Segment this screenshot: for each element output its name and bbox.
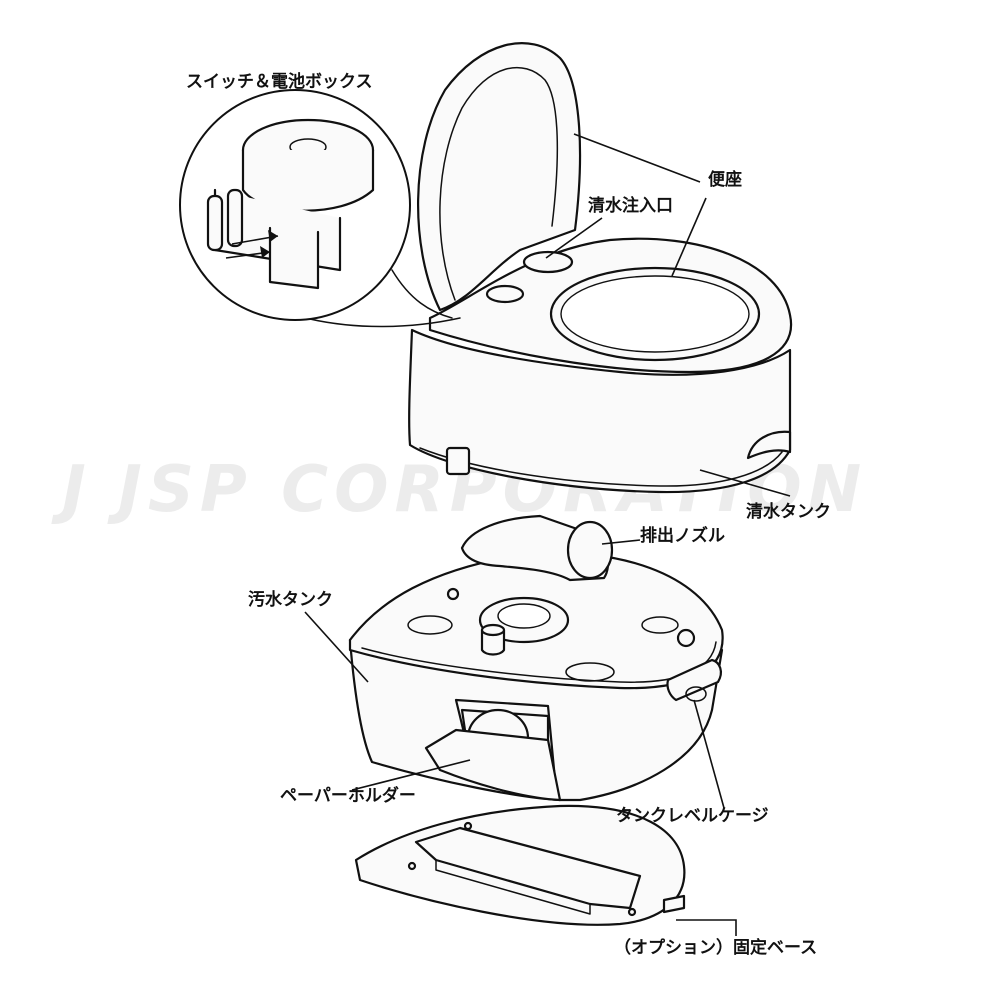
label-fresh-water-inlet: 清水注入口 bbox=[588, 196, 673, 216]
fresh-water-tank-body bbox=[408, 328, 792, 494]
label-paper-holder: ペーパーホルダー bbox=[280, 786, 416, 806]
label-fixed-base: （オプション）固定ベース bbox=[614, 938, 818, 958]
watermark-logo-mark: J bbox=[62, 453, 92, 527]
leader-discharge-nozzle bbox=[601, 539, 641, 545]
discharge-nozzle bbox=[460, 514, 614, 582]
toilet-seat bbox=[428, 237, 793, 374]
leader-seat-lid bbox=[573, 133, 701, 183]
toilet-lid bbox=[417, 42, 582, 312]
label-tank-level-gauge: タンクレベルケージ bbox=[616, 806, 769, 826]
fixed-base bbox=[354, 804, 686, 926]
label-switch-battery-box: スイッチ＆電池ボックス bbox=[186, 72, 373, 92]
switch-battery-box-callout bbox=[179, 89, 461, 328]
label-waste-tank: 汚水タンク bbox=[248, 590, 333, 610]
leader-paper-holder bbox=[351, 759, 471, 791]
leader-lines bbox=[304, 133, 791, 936]
label-fresh-water-tank: 清水タンク bbox=[746, 502, 831, 522]
leader-fresh-water-tank bbox=[699, 469, 791, 497]
leader-fixed-base bbox=[676, 919, 737, 936]
leader-seat bbox=[671, 197, 707, 277]
leader-fresh-water-inlet bbox=[545, 217, 603, 259]
paper-holder bbox=[424, 698, 562, 802]
leader-waste-tank bbox=[304, 611, 369, 683]
label-toilet-seat: 便座 bbox=[708, 170, 742, 190]
tank-level-gauge bbox=[666, 658, 722, 702]
label-discharge-nozzle: 排出ノズル bbox=[640, 526, 725, 546]
leader-tank-level-gauge bbox=[693, 699, 725, 809]
fresh-water-inlet-cap bbox=[485, 250, 574, 304]
